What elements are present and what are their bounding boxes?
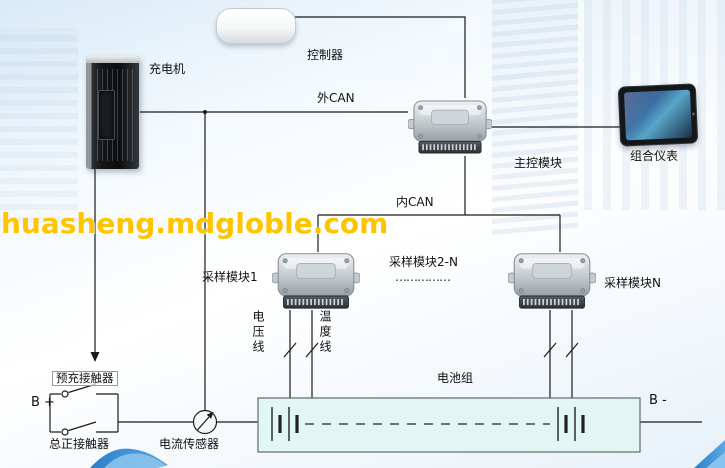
sampling-module-2n-label: 采样模块2-N <box>389 255 458 269</box>
charger-label: 充电机 <box>149 62 186 76</box>
watermark-text: huasheng.mdgloble.com <box>1 207 389 240</box>
can-and-power-lines <box>94 16 702 423</box>
battery-pack-label: 电池组 <box>437 371 474 385</box>
precharge-contactor-label: 预充接触器 <box>52 371 118 387</box>
external-can-label: 外CAN <box>317 91 355 105</box>
junction-dot <box>203 110 207 114</box>
current-sensor-symbol <box>192 409 218 435</box>
sampling-module-n-device <box>508 254 596 308</box>
charger-device <box>86 56 139 169</box>
instrument-cluster-device <box>617 83 699 147</box>
charger-top-cap <box>86 56 139 63</box>
arrowhead-down <box>90 352 100 362</box>
sampling-module-dots: …………… <box>395 270 451 284</box>
sampling-module-1-label: 采样模块1 <box>202 270 258 284</box>
voltage-line-label: 电压线 <box>251 310 265 355</box>
internal-can-label: 内CAN <box>396 195 434 209</box>
terminal-b-minus-label: B - <box>649 393 667 408</box>
contactor-circuit <box>49 383 258 436</box>
terminal-b-plus-label: B + <box>31 395 55 410</box>
controller-device <box>216 8 296 44</box>
sampling-module-n-label: 采样模块N <box>604 276 661 290</box>
current-sensor-label: 电流传感器 <box>159 437 220 451</box>
main-module-label: 主控模块 <box>514 156 563 170</box>
temperature-line-label: 温度线 <box>318 310 332 355</box>
camera-dot <box>691 112 696 116</box>
instrument-cluster-screen <box>623 89 693 141</box>
charger-display-window <box>98 90 115 140</box>
sampling-module-1-device <box>272 254 360 308</box>
main-positive-contactor-label: 总正接触器 <box>49 437 110 451</box>
main-control-module-device <box>408 101 492 153</box>
battery-pack-symbol <box>257 397 641 453</box>
controller-label: 控制器 <box>307 48 344 62</box>
corner-wave-decoration <box>90 440 725 468</box>
instrument-cluster-label: 组合仪表 <box>630 149 679 163</box>
